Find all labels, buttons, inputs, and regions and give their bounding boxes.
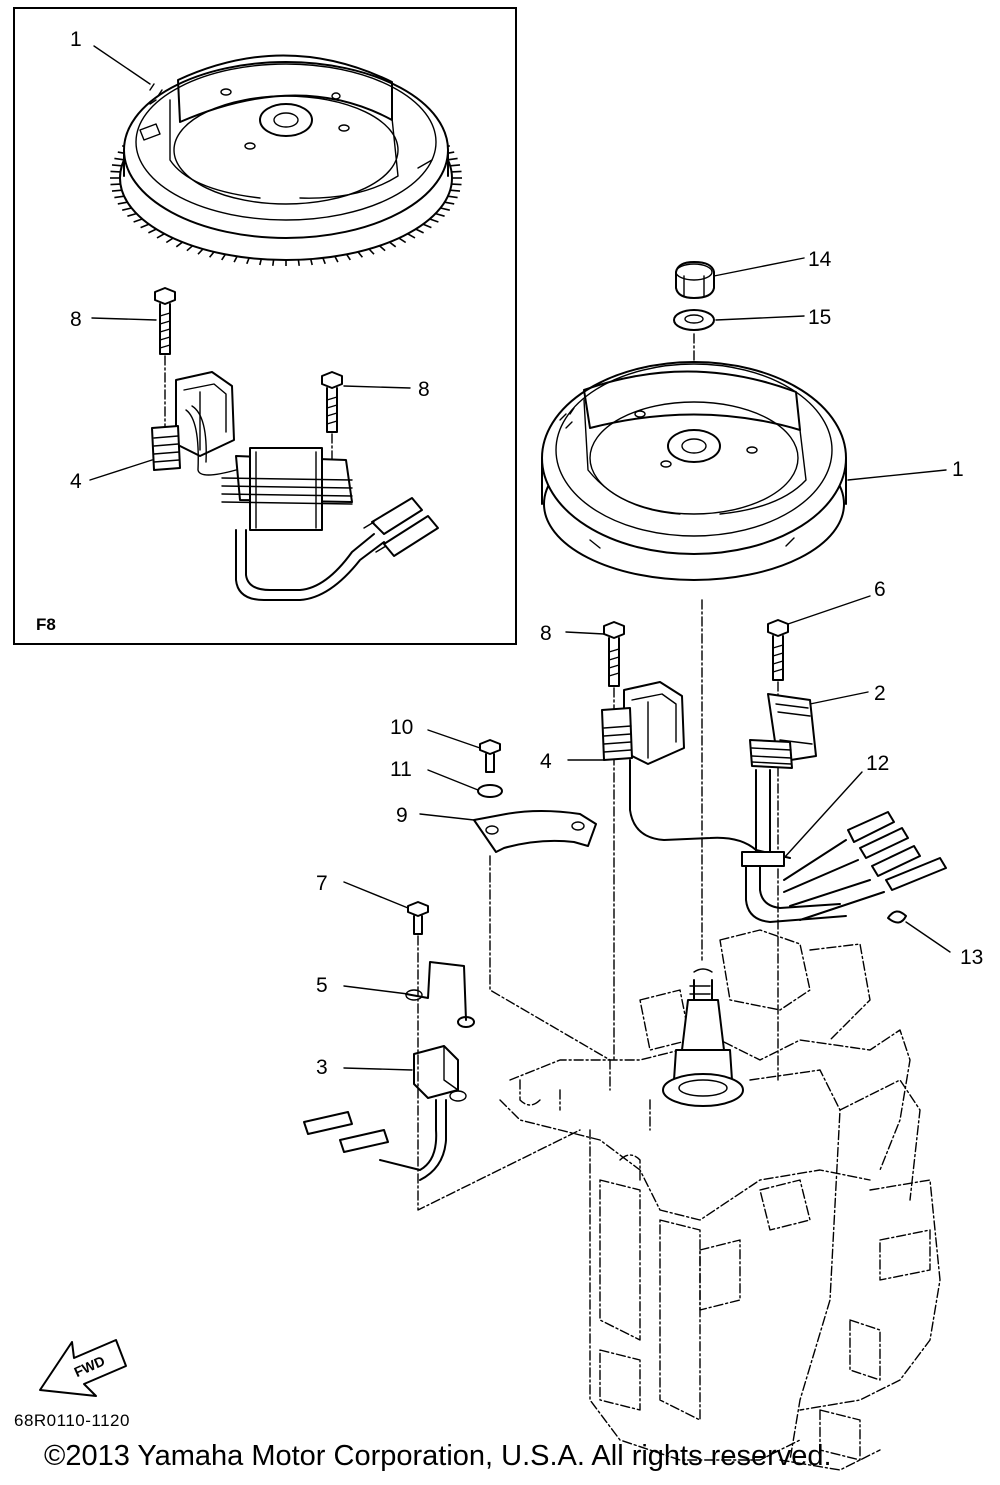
washer-11 <box>477 784 503 798</box>
gear-tooth <box>345 253 351 261</box>
gear-tooth <box>447 195 458 199</box>
callout-main-4: 4 <box>540 750 552 773</box>
gear-tooth <box>389 241 397 248</box>
inset-panel: F8 <box>13 7 517 645</box>
callout-main-5: 5 <box>316 974 328 997</box>
gear-tooth <box>175 241 183 248</box>
gear-tooth <box>221 253 227 261</box>
gear-tooth <box>110 170 121 173</box>
bolt-10 <box>479 739 501 773</box>
woodruff-key-13 <box>887 910 907 924</box>
callout-main-2: 2 <box>874 682 886 705</box>
gear-tooth <box>127 212 137 217</box>
callout-main-8: 8 <box>540 622 552 645</box>
callout-inset-1: 1 <box>70 28 82 51</box>
gear-tooth <box>415 228 424 234</box>
callout-main-6: 6 <box>874 578 886 601</box>
gear-tooth <box>156 233 165 239</box>
fwd-direction-arrow: FWD <box>39 1339 127 1397</box>
callout-main-15: 15 <box>808 306 831 329</box>
gear-tooth <box>272 259 275 266</box>
gear-tooth <box>334 256 339 263</box>
gear-tooth <box>450 164 461 167</box>
gear-tooth <box>246 257 250 265</box>
gear-tooth <box>133 218 143 223</box>
gear-tooth <box>451 183 462 186</box>
washer-part <box>673 309 715 331</box>
gear-tooth <box>297 259 300 266</box>
gear-tooth <box>110 183 121 186</box>
diagram-code: 68R0110-1120 <box>14 1411 130 1430</box>
powerhead-block <box>499 929 941 1471</box>
callout-inset-4: 4 <box>70 470 82 493</box>
gear-tooth <box>208 251 215 258</box>
inset-bolt-right <box>321 371 343 471</box>
callout-inset-8b: 8 <box>418 378 430 401</box>
callout-main-10: 10 <box>390 716 413 739</box>
gear-tooth <box>140 223 150 229</box>
gear-tooth <box>444 201 455 205</box>
callout-main-14: 14 <box>808 248 832 271</box>
plate-axis <box>489 855 611 1061</box>
gear-tooth <box>111 164 122 167</box>
copyright-notice: ©2013 Yamaha Motor Corporation, U.S.A. A… <box>44 1440 832 1472</box>
bolt-7 <box>407 901 429 935</box>
gear-tooth <box>368 248 375 255</box>
gear-tooth <box>114 157 125 161</box>
gear-tooth <box>186 245 194 252</box>
callout-main-11: 11 <box>390 758 412 781</box>
gear-tooth <box>357 251 364 258</box>
inset-pulser-coil <box>151 371 237 476</box>
bracket-5 <box>405 961 475 1028</box>
gear-tooth <box>447 157 458 161</box>
gear-tooth <box>197 248 204 255</box>
gear-tooth <box>378 245 386 252</box>
callout-main-13: 13 <box>960 946 983 969</box>
callout-main-9: 9 <box>396 804 408 827</box>
gear-tooth <box>407 233 416 239</box>
callout-main-7: 7 <box>316 872 328 895</box>
gear-tooth <box>440 207 450 211</box>
part-3 <box>303 1045 467 1181</box>
left-axis <box>417 935 581 1211</box>
gear-tooth <box>309 258 313 266</box>
gear-tooth <box>114 195 125 199</box>
inset-label: F8 <box>36 615 56 634</box>
gear-tooth <box>422 223 432 229</box>
gear-tooth <box>165 237 174 244</box>
inset-charge-coil <box>221 447 439 601</box>
nut-part <box>675 261 715 299</box>
gear-tooth <box>451 170 462 173</box>
gear-tooth <box>117 201 128 205</box>
gear-tooth <box>122 207 132 211</box>
main-pulser-coil <box>601 681 791 859</box>
gear-tooth <box>450 189 461 192</box>
main-coil-2 <box>749 693 817 861</box>
callout-main-1: 1 <box>952 458 964 481</box>
gear-tooth <box>259 258 263 266</box>
gear-tooth <box>233 256 238 263</box>
wire-clamp-12 <box>741 811 947 923</box>
callout-main-3: 3 <box>316 1056 328 1079</box>
plate-9 <box>473 810 597 853</box>
inset-bolt-left <box>154 287 176 431</box>
gear-tooth <box>435 212 445 217</box>
gear-tooth <box>111 189 122 192</box>
callout-inset-8a: 8 <box>70 308 82 331</box>
callout-main-12: 12 <box>866 752 889 775</box>
leader-lines <box>89 45 951 1071</box>
gear-tooth <box>398 237 407 244</box>
gear-tooth <box>148 228 157 234</box>
gear-tooth <box>429 218 439 223</box>
main-bolt-8 <box>603 621 625 1061</box>
gear-tooth <box>322 257 326 265</box>
inset-flywheel <box>110 54 462 266</box>
main-flywheel <box>541 361 847 581</box>
